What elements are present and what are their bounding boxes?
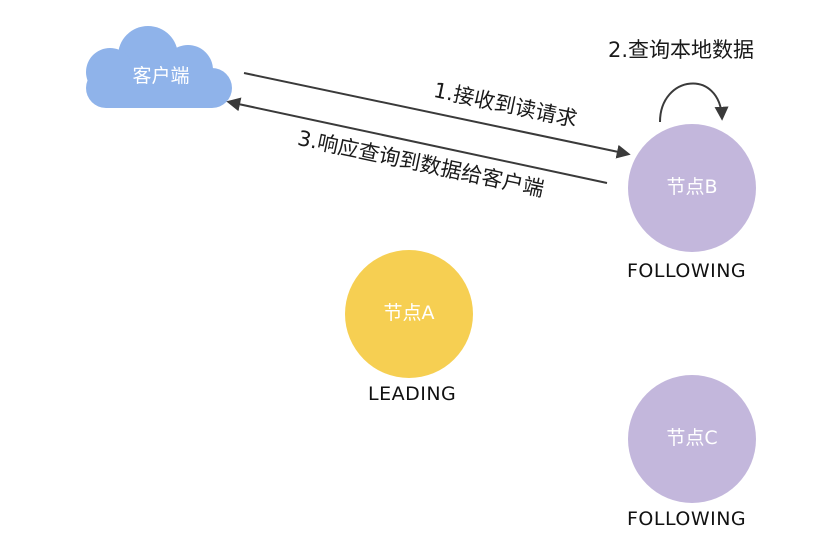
node-c-label: 节点C bbox=[666, 427, 718, 449]
node-a-role: LEADING bbox=[368, 383, 457, 405]
response-arrow bbox=[226, 97, 608, 184]
client-label: 客户端 bbox=[132, 65, 190, 87]
self-loop-label: 2.查询本地数据 bbox=[608, 38, 755, 62]
node-c-role: FOLLOWING bbox=[627, 508, 747, 530]
node-b-role: FOLLOWING bbox=[627, 260, 747, 282]
node-a-circle bbox=[345, 250, 473, 378]
node-a-label: 节点A bbox=[383, 302, 435, 324]
node-b-circle bbox=[628, 124, 756, 252]
client-cloud-icon bbox=[86, 26, 232, 108]
request-arrow bbox=[243, 72, 631, 159]
node-b-label: 节点B bbox=[666, 176, 718, 198]
node-c-circle bbox=[628, 375, 756, 503]
self-loop-arrow bbox=[659, 82, 729, 123]
